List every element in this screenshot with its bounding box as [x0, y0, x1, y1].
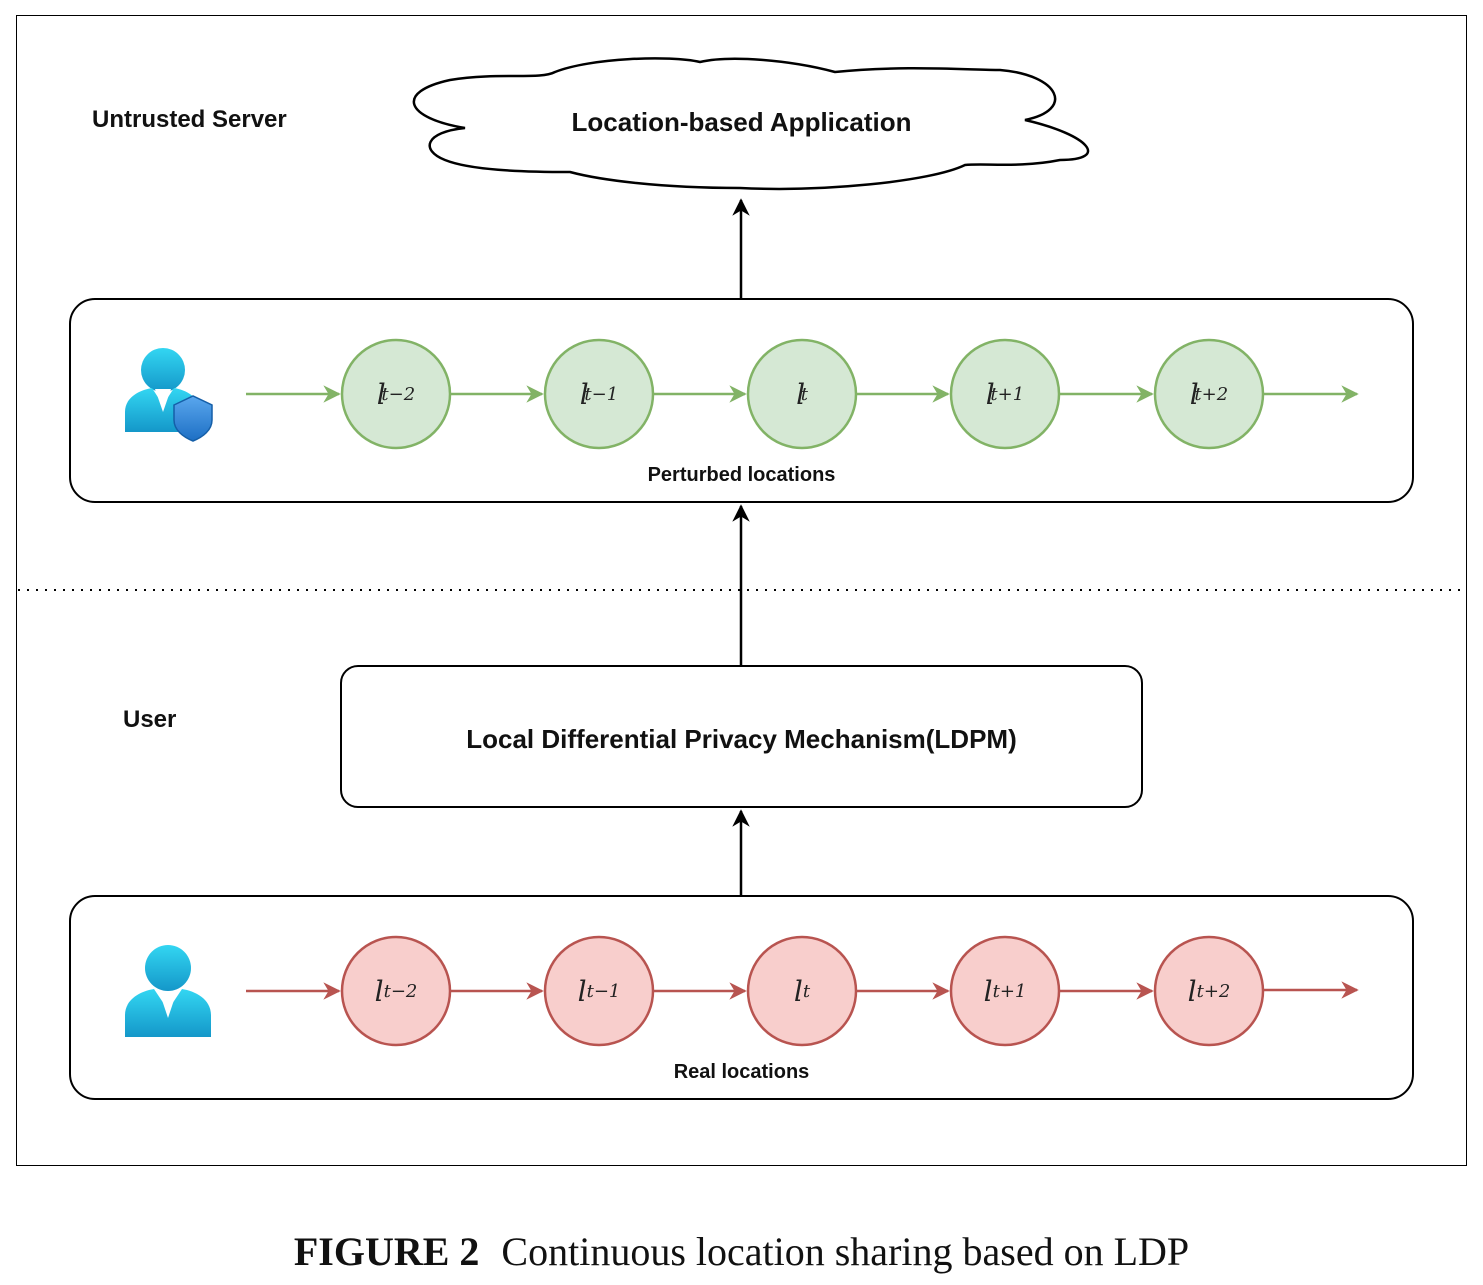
real-node	[949, 935, 1061, 1047]
perturbed-node	[543, 338, 655, 450]
user-label: User	[123, 706, 177, 733]
cloud-shape	[412, 57, 1090, 191]
perturbed-node	[949, 338, 1061, 450]
perturbed-node-label: l′t	[796, 377, 808, 411]
figure-caption-text: Continuous location sharing based on LDP	[501, 1229, 1190, 1274]
perturbed-locations-label: Perturbed locations	[647, 464, 836, 486]
diagram-frame	[16, 15, 1467, 1166]
figure-caption: FIGURE 2 Continuous location sharing base…	[0, 1228, 1483, 1275]
perturbed-node-label: l′t−1	[579, 377, 619, 411]
real-locations-label: Real locations	[673, 1061, 810, 1083]
perturbed-node	[746, 338, 858, 450]
perturbed-node-label: l′t−2	[376, 377, 416, 411]
perturbed-node	[1153, 338, 1265, 450]
real-chain	[246, 935, 1359, 1047]
perturbed-node-label: l′t+2	[1189, 377, 1229, 411]
perturbed-node	[340, 338, 452, 450]
protected-user-icon	[125, 348, 213, 442]
figure-number: FIGURE 2	[293, 1229, 480, 1274]
cloud-label: Location-based Application	[571, 107, 912, 137]
perturbed-chain	[246, 338, 1359, 450]
real-node	[746, 935, 858, 1047]
real-node	[1153, 935, 1265, 1047]
ldpm-box	[340, 665, 1143, 808]
perturbed-node-label: l′t+1	[985, 377, 1025, 411]
real-node	[340, 935, 452, 1047]
untrusted-server-label: Untrusted Server	[92, 106, 287, 133]
real-node	[543, 935, 655, 1047]
ldpm-label: Local Differential Privacy Mechanism(LDP…	[466, 724, 1017, 754]
user-icon	[125, 945, 211, 1037]
